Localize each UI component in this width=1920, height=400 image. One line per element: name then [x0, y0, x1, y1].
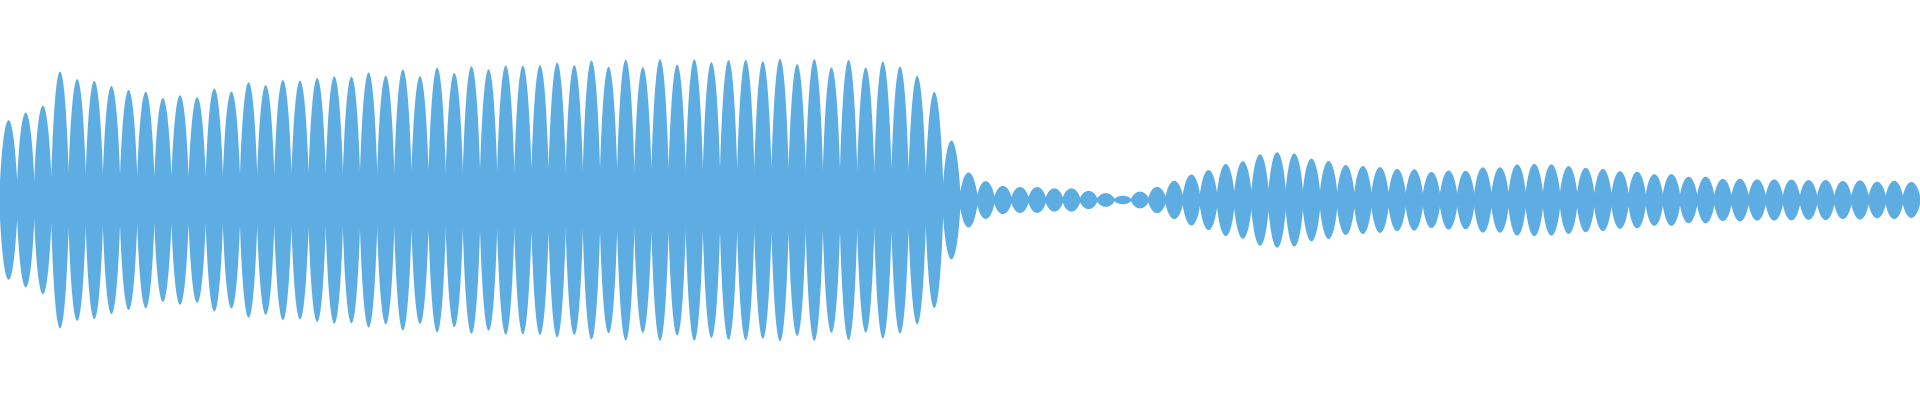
- waveform-bars: [0, 58, 1920, 342]
- waveform-baseline: [0, 199, 1920, 201]
